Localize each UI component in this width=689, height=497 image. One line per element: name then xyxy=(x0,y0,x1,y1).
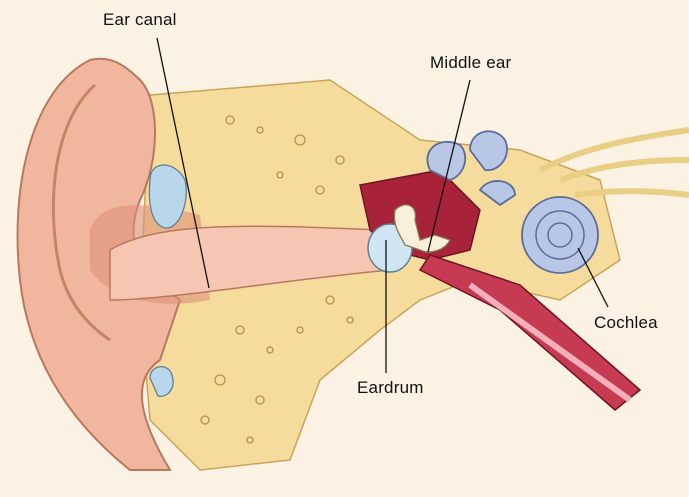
label-ear-canal: Ear canal xyxy=(103,10,177,30)
label-cochlea: Cochlea xyxy=(594,313,658,333)
label-eardrum: Eardrum xyxy=(357,378,424,398)
cochlea-shape xyxy=(522,197,598,273)
label-middle-ear: Middle ear xyxy=(430,53,511,73)
